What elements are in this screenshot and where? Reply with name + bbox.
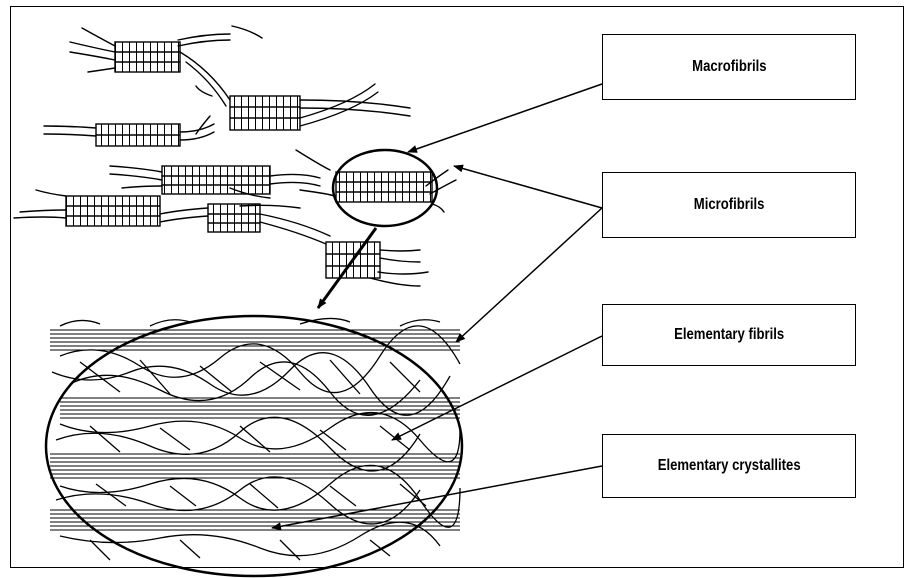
pointer-arrows	[272, 84, 602, 528]
label-macrofibrils-text: Macrofibrils	[692, 58, 766, 76]
label-microfibrils: Microfibrils	[602, 172, 856, 238]
label-macrofibrils: Macrofibrils	[602, 34, 856, 100]
crystalline-bands	[50, 330, 460, 530]
macrofibril-network	[14, 26, 456, 286]
arrow-elementary-fibrils	[392, 336, 602, 440]
label-elementary-crystallites: Elementary crystallites	[602, 434, 856, 498]
label-elementary-fibrils: Elementary fibrils	[602, 304, 856, 366]
label-elementary-crystallites-text: Elementary crystallites	[658, 457, 801, 475]
fibril-branches	[14, 26, 456, 286]
arrow-microfibrils-top	[454, 166, 602, 208]
amorphous-chains	[52, 318, 460, 560]
label-elementary-fibrils-text: Elementary fibrils	[674, 326, 784, 344]
arrow-microfibrils-bottom	[456, 208, 602, 342]
label-microfibrils-text: Microfibrils	[694, 196, 765, 214]
microfibril-zoom-oval	[46, 316, 462, 576]
arrow-macrofibrils	[408, 84, 602, 152]
microfibril-section	[46, 316, 462, 576]
fibril-bundles	[66, 42, 432, 278]
